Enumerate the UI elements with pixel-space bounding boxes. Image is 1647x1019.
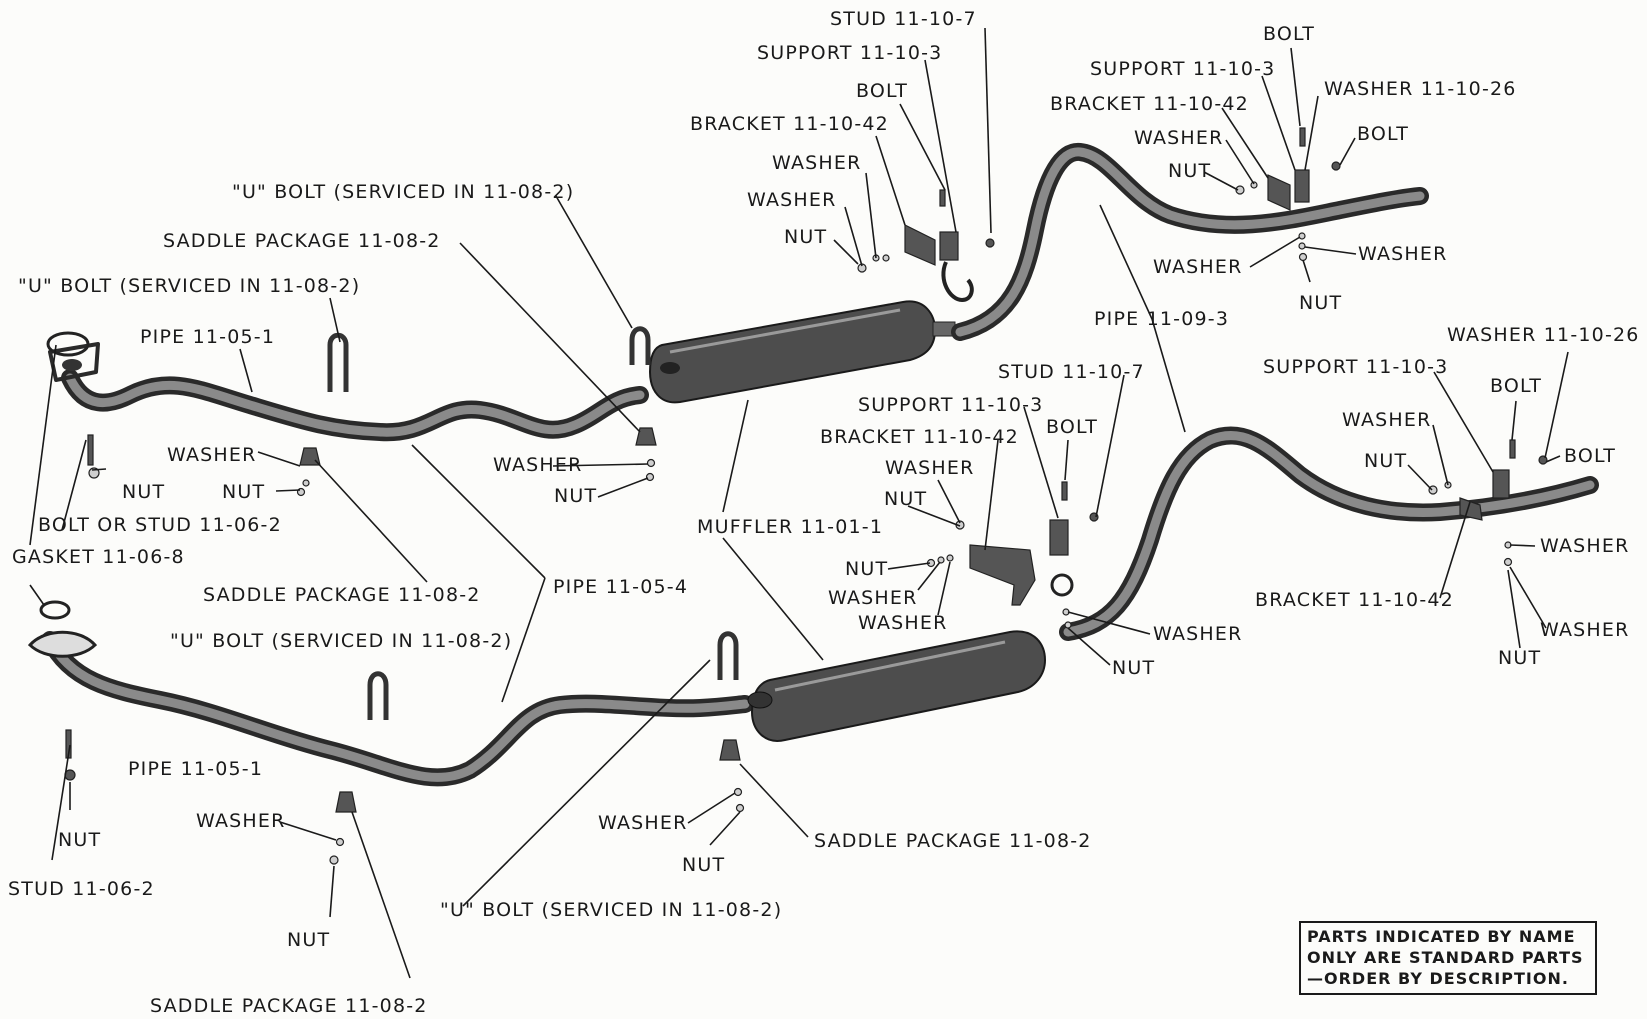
label-u-bolt-4: "U" BOLT (SERVICED IN 11-08-2) — [440, 899, 783, 921]
label-nut-bottom-left: NUT — [58, 829, 102, 851]
label-support-mid: SUPPORT 11-10-3 — [858, 394, 1044, 416]
label-saddle-package-4: SADDLE PACKAGE 11-08-2 — [814, 830, 1092, 852]
label-support-top-right: SUPPORT 11-10-3 — [1090, 58, 1276, 80]
label-bracket-right: BRACKET 11-10-42 — [1255, 589, 1454, 611]
label-nut-mid-r2: NUT — [845, 558, 889, 580]
label-washer-tr-3: WASHER — [1358, 243, 1448, 265]
label-washer-11-10-26-top: WASHER 11-10-26 — [1324, 78, 1517, 100]
label-washer-bottom-1: WASHER — [196, 810, 286, 832]
label-stud-11-06-2: STUD 11-06-2 — [8, 878, 155, 900]
label-nut-tr-1: NUT — [1168, 160, 1212, 182]
label-bolt-top-mid: BOLT — [856, 80, 909, 102]
label-nut-right-2: NUT — [1498, 647, 1542, 669]
label-washer-tr-2: WASHER — [1153, 256, 1243, 278]
label-nut-mid-1: NUT — [554, 485, 598, 507]
label-washer-right-3: WASHER — [1540, 619, 1630, 641]
label-pipe-11-05-1-bottom: PIPE 11-05-1 — [128, 758, 264, 780]
upper-tailpipe — [951, 143, 1429, 341]
note-line-1: PARTS INDICATED BY NAME — [1307, 927, 1576, 946]
label-washer-top-1: WASHER — [772, 152, 862, 174]
label-nut-top-mid: NUT — [784, 226, 828, 248]
label-nut-mid-r1: NUT — [884, 488, 928, 510]
label-washer-right-1: WASHER — [1342, 409, 1432, 431]
label-pipe-11-05-4: PIPE 11-05-4 — [553, 576, 689, 598]
label-nut-left-1: NUT — [122, 481, 166, 503]
lower-left-pipe — [27, 600, 754, 787]
standard-parts-note: PARTS INDICATED BY NAME ONLY ARE STANDAR… — [1299, 921, 1597, 995]
label-washer-bottom-2: WASHER — [598, 812, 688, 834]
leader-lines — [29, 27, 1569, 979]
label-saddle-package-2: SADDLE PACKAGE 11-08-2 — [203, 584, 481, 606]
label-bolt-top-right-2: BOLT — [1357, 123, 1410, 145]
label-washer-mid-r1: WASHER — [885, 457, 975, 479]
note-line-3: —ORDER BY DESCRIPTION. — [1307, 969, 1569, 988]
label-bracket-11-10-42-top: BRACKET 11-10-42 — [690, 113, 889, 135]
label-bolt-mid: BOLT — [1046, 416, 1099, 438]
label-washer-mid-1: WASHER — [493, 454, 583, 476]
label-washer-left-1: WASHER — [167, 444, 257, 466]
label-washer-mid-r2: WASHER — [828, 587, 918, 609]
label-u-bolt-3: "U" BOLT (SERVICED IN 11-08-2) — [170, 630, 513, 652]
label-bracket-mid: BRACKET 11-10-42 — [820, 426, 1019, 448]
label-nut-left-2: NUT — [222, 481, 266, 503]
label-saddle-package-1: SADDLE PACKAGE 11-08-2 — [163, 230, 441, 252]
label-pipe-11-09-3: PIPE 11-09-3 — [1094, 308, 1230, 330]
upper-muffler — [648, 300, 956, 404]
label-nut-bottom-1: NUT — [287, 929, 331, 951]
label-gasket: GASKET 11-06-8 — [12, 546, 185, 568]
label-nut-tr-2: NUT — [1299, 292, 1343, 314]
label-saddle-package-3: SADDLE PACKAGE 11-08-2 — [150, 995, 428, 1017]
label-bolt-right-1: BOLT — [1490, 375, 1543, 397]
label-washer-11-10-26-right: WASHER 11-10-26 — [1447, 324, 1640, 346]
label-nut-bottom-2: NUT — [682, 854, 726, 876]
label-washer-right-2: WASHER — [1540, 535, 1630, 557]
label-washer-mid-r4: WASHER — [1153, 623, 1243, 645]
label-pipe-11-05-1-top: PIPE 11-05-1 — [140, 326, 276, 348]
label-bolt-right-2: BOLT — [1564, 445, 1617, 467]
label-u-bolt-1: "U" BOLT (SERVICED IN 11-08-2) — [232, 181, 575, 203]
label-washer-tr-1: WASHER — [1134, 127, 1224, 149]
label-u-bolt-2: "U" BOLT (SERVICED IN 11-08-2) — [18, 275, 361, 297]
label-washer-top-2: WASHER — [747, 189, 837, 211]
lower-muffler — [747, 630, 1047, 742]
label-stud-11-10-7-top: STUD 11-10-7 — [830, 8, 977, 30]
label-bolt-top-right: BOLT — [1263, 23, 1316, 45]
label-muffler: MUFFLER 11-01-1 — [697, 516, 884, 538]
note-line-2: ONLY ARE STANDARD PARTS — [1307, 948, 1584, 967]
label-nut-mid-r3: NUT — [1112, 657, 1156, 679]
label-support-11-10-3-top: SUPPORT 11-10-3 — [757, 42, 943, 64]
label-nut-right-1: NUT — [1364, 450, 1408, 472]
label-washer-mid-r3: WASHER — [858, 612, 948, 634]
label-bracket-top-right: BRACKET 11-10-42 — [1050, 93, 1249, 115]
label-bolt-or-stud: BOLT OR STUD 11-06-2 — [38, 514, 282, 536]
upper-left-pipe — [46, 331, 649, 442]
label-stud-11-10-7-mid: STUD 11-10-7 — [998, 361, 1145, 383]
label-support-right: SUPPORT 11-10-3 — [1263, 356, 1449, 378]
